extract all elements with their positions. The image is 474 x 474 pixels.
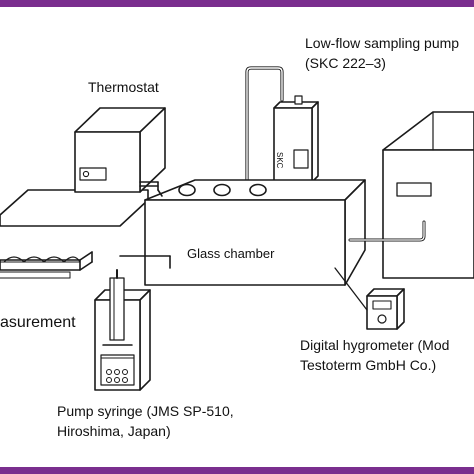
sampling-pump: [245, 66, 319, 220]
pump-badge: SKC: [275, 152, 284, 169]
pump-syringe: [94, 255, 171, 391]
syringe-label: Pump syringe (JMS SP-510, Hiroshima, Jap…: [57, 401, 234, 441]
syringe-line1: Pump syringe (JMS SP-510,: [57, 403, 234, 419]
digital-hygrometer: [334, 267, 405, 330]
hygrometer-label: Digital hygrometer (Mod Testoterm GmbH C…: [300, 335, 449, 375]
hygrometer-line1: Digital hygrometer (Mod: [300, 337, 450, 353]
glass-chamber: [144, 179, 366, 286]
pump-model: (SKC 222–3): [305, 55, 386, 71]
pump-label: Low-flow sampling pump (SKC 222–3): [305, 33, 459, 73]
pump-title: Low-flow sampling pump: [305, 35, 460, 51]
thermostat-unit: [74, 107, 166, 193]
top-frame-bar: [0, 0, 474, 7]
right-unit: [348, 111, 474, 279]
measurement-label: asurement: [0, 314, 76, 331]
left-platform: [0, 189, 149, 279]
thermostat-tube: [157, 189, 163, 197]
bottom-frame-bar: [0, 467, 474, 474]
thermostat-label: Thermostat: [88, 79, 159, 95]
syringe-line2: Hiroshima, Japan): [57, 423, 171, 439]
glass-chamber-label: Glass chamber: [187, 246, 275, 261]
hygrometer-line2: Testoterm GmbH Co.): [300, 357, 437, 373]
